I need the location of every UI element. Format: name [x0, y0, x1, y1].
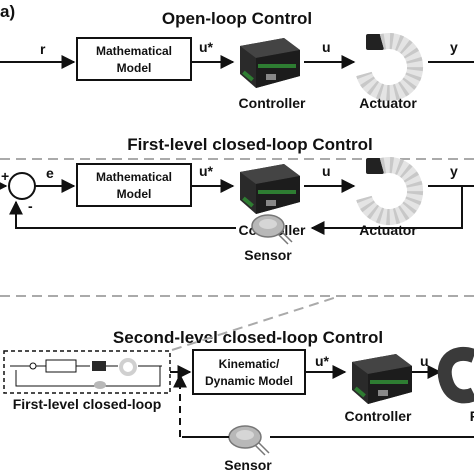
controller-label: Controller: [239, 95, 306, 111]
sum-plus-sign: +: [1, 168, 9, 184]
km-box-line1: Kinematic/: [219, 357, 280, 371]
open-loop-title: Open-loop Control: [162, 9, 312, 28]
feedback-path-to-sensor: [310, 186, 463, 235]
u-signal-label-2: u: [322, 163, 331, 179]
e-signal-label: e: [46, 165, 54, 181]
y-signal-label: y: [450, 39, 458, 55]
mini-diagram: [10, 358, 162, 389]
first-level-section: First-level closed-loop Control + - e Ma…: [0, 135, 474, 263]
zoom-link-right: [171, 295, 341, 351]
actuator-icon: [356, 33, 424, 102]
cut-off-label: F: [470, 408, 474, 424]
ustar-signal-label-3: u*: [315, 353, 330, 369]
first-level-closed-loop-label: First-level closed-loop: [13, 396, 162, 412]
panel-label: a): [0, 2, 15, 21]
ustar-signal-label: u*: [199, 39, 214, 55]
u-signal-label-3: u: [420, 353, 429, 369]
feedback-path-to-junction: [9, 200, 236, 229]
controller-board-icon-3: [352, 354, 412, 404]
robot-arm-icon: [437, 347, 474, 404]
second-level-section: Second-level closed-loop Control First-l…: [0, 295, 474, 473]
actuator-icon-2: [356, 157, 424, 226]
sensor-label: Sensor: [244, 247, 292, 263]
y-signal-label-2: y: [450, 163, 458, 179]
open-loop-section: Open-loop Control r Mathematical Model u…: [0, 9, 474, 111]
model-box-line1: Mathematical: [96, 44, 172, 58]
sensor-icon-2: [228, 425, 270, 456]
u-signal-label: u: [322, 39, 331, 55]
controller-board-icon: [240, 38, 300, 88]
mathematical-model-box: [76, 37, 192, 81]
first-level-mini-block: [3, 350, 171, 394]
sum-minus-sign: -: [28, 198, 33, 214]
sensor-label-2: Sensor: [224, 457, 272, 473]
controller-board-icon-2: [240, 164, 300, 214]
ustar-signal-label-2: u*: [199, 163, 214, 179]
actuator-label-2: Actuator: [359, 222, 417, 238]
first-level-title: First-level closed-loop Control: [127, 135, 373, 154]
summing-junction: [8, 172, 36, 200]
r-signal-label: r: [40, 41, 46, 57]
second-level-title: Second-level closed-loop Control: [113, 328, 383, 347]
controller-label-3: Controller: [345, 408, 412, 424]
model-box-line2: Model: [117, 61, 152, 75]
model2-box-line1: Mathematical: [96, 170, 172, 184]
km-box-line2: Dynamic Model: [205, 374, 293, 388]
kinematic-dynamic-model-box: [192, 349, 306, 395]
sensor-icon: [251, 214, 293, 245]
actuator-label: Actuator: [359, 95, 417, 111]
model2-box-line2: Model: [117, 187, 152, 201]
